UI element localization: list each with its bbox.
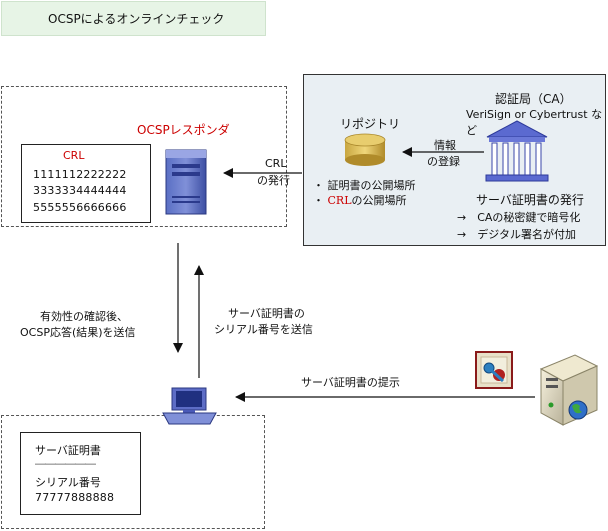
cert-divider: ―――――― — [35, 457, 96, 470]
crl-box: CRL 1111112222222 3333334444444 55555566… — [21, 144, 151, 223]
ca-building-icon — [485, 120, 549, 182]
present-label: サーバ証明書の提示 — [301, 376, 400, 389]
client-region — [1, 415, 265, 529]
crl-serial: 3333334444444 — [33, 184, 127, 197]
certificate-key-icon — [475, 351, 513, 389]
ocsp-responder-region — [1, 86, 287, 227]
crl-keyword: CRL — [327, 194, 352, 207]
cert-title: サーバ証明書 — [35, 444, 101, 457]
issue-step: → CAの秘密鍵で暗号化 — [457, 211, 581, 224]
response-label-line1: 有効性の確認後、 — [40, 310, 128, 323]
repository-bullet: ・ CRLの公開場所 — [313, 192, 407, 208]
diagram-title: OCSPによるオンラインチェック — [1, 1, 266, 36]
repository-bullet: ・ 証明書の公開場所 — [313, 179, 416, 192]
database-icon — [344, 133, 386, 166]
bullet-rest: の公開場所 — [351, 194, 407, 207]
ca-examples: VeriSign or Cybertrust など — [466, 108, 603, 137]
client-pc-icon — [162, 387, 217, 425]
web-server-icon — [539, 354, 599, 426]
serial-label: シリアル番号 — [35, 476, 101, 489]
ca-title: 認証局（CA） — [495, 92, 572, 106]
serial-value: 77777888888 — [35, 491, 115, 504]
request-label-line2: シリアル番号を送信 — [214, 323, 313, 336]
issue-title: サーバ証明書の発行 — [476, 193, 584, 207]
register-text-line1: 情報 — [434, 139, 456, 152]
response-label-line2: OCSP応答(結果)を送信 — [20, 326, 136, 339]
issue-step: → デジタル署名が付加 — [457, 228, 576, 241]
register-text-line2: の登録 — [427, 155, 460, 168]
crl-serial: 5555556666666 — [33, 201, 127, 214]
crl-title: CRL — [63, 149, 85, 162]
repository-label: リポジトリ — [340, 117, 401, 131]
server-tower-icon — [165, 149, 207, 215]
crl-issue-label-line2: の発行 — [257, 174, 290, 187]
request-label-line1: サーバ証明書の — [228, 307, 305, 320]
bullet-dot: ・ — [313, 194, 328, 207]
crl-issue-label-line1: CRL — [265, 157, 287, 170]
client-cert-box: サーバ証明書 ―――――― シリアル番号 77777888888 — [20, 432, 141, 515]
crl-serial: 1111112222222 — [33, 168, 127, 181]
ocsp-responder-label: OCSPレスポンダ — [137, 123, 230, 137]
